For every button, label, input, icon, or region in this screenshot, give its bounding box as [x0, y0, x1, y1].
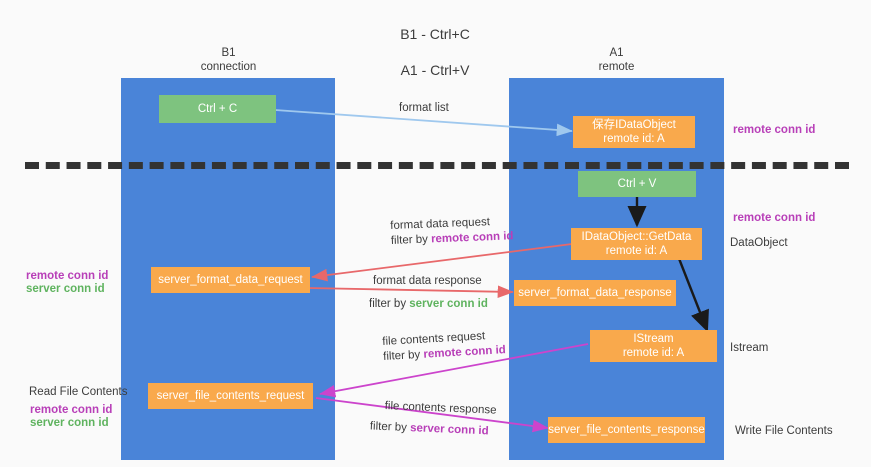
side-label-left-server-conn-id: server conn id: [26, 283, 105, 295]
filter-prefix: filter by: [369, 298, 410, 310]
edge-label-format-data-response-filter: filter by server conn id: [369, 297, 488, 312]
side-label-istream: Istream: [730, 342, 769, 354]
side-label-left-server-conn-id-2: server conn id: [30, 417, 109, 429]
edge-label-format-data-request: format data request filter by remote con…: [390, 214, 514, 249]
node-server-file-contents-response[interactable]: server_file_contents_response: [548, 417, 705, 443]
edge-label-file-contents-response: file contents response filter by server …: [370, 399, 497, 440]
diagram-title: B1 - Ctrl+C A1 - Ctrl+V: [335, 7, 535, 97]
filter-key-server-conn-id: server conn id: [409, 422, 489, 438]
side-label-remote-conn-id-mid: remote conn id: [733, 212, 816, 224]
filter-key-remote-conn-id: remote conn id: [430, 230, 514, 246]
edge-label-format-list: format list: [399, 102, 449, 114]
edge-label-format-data-response: format data response filter by server co…: [369, 274, 488, 312]
diagram-title-line-1: B1 - Ctrl+C: [400, 26, 470, 42]
node-server-format-data-request[interactable]: server_format_data_request: [151, 267, 310, 293]
node-ctrl-c[interactable]: Ctrl + C: [159, 95, 276, 123]
side-label-remote-conn-id-top: remote conn id: [733, 124, 816, 136]
diagram-title-line-2: A1 - Ctrl+V: [400, 62, 470, 78]
phase-divider: [25, 162, 849, 169]
side-label-write-file-contents: Write File Contents: [735, 425, 833, 437]
edge-label-file-contents-response-text: file contents response: [384, 399, 497, 417]
edge-label-format-data-response-text: format data response: [373, 275, 482, 287]
filter-key-remote-conn-id: remote conn id: [423, 344, 507, 361]
side-label-left-remote-conn-id: remote conn id: [26, 270, 109, 282]
side-label-read-file-contents: Read File Contents: [29, 386, 128, 398]
filter-prefix: filter by: [369, 420, 411, 435]
filter-prefix: filter by: [390, 233, 432, 247]
node-server-file-contents-request[interactable]: server_file_contents_request: [148, 383, 313, 409]
side-label-left-remote-conn-id-2: remote conn id: [30, 404, 113, 416]
node-ctrl-v[interactable]: Ctrl + V: [578, 171, 696, 197]
node-server-format-data-response[interactable]: server_format_data_response: [514, 280, 676, 306]
edge-label-file-contents-request: file contents request filter by remote c…: [382, 328, 506, 365]
filter-prefix: filter by: [382, 348, 424, 363]
side-label-dataobject: DataObject: [730, 237, 788, 249]
edge-label-file-contents-response-filter: filter by server conn id: [370, 419, 496, 439]
filter-key-server-conn-id: server conn id: [409, 298, 488, 310]
